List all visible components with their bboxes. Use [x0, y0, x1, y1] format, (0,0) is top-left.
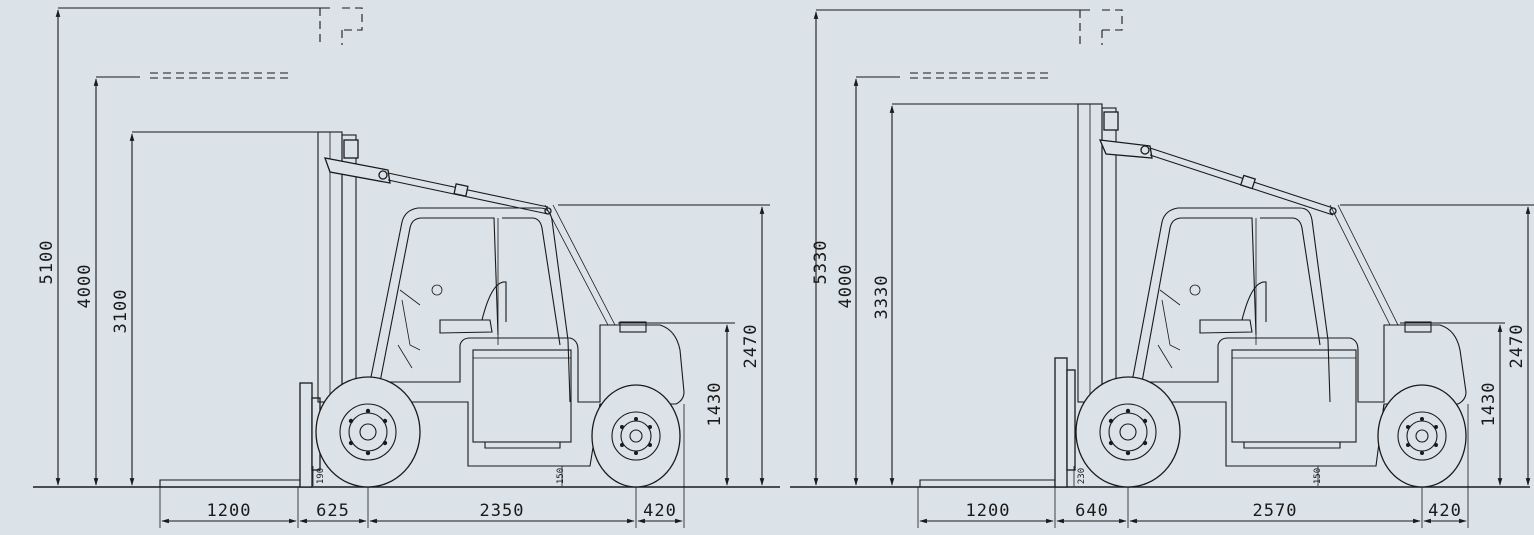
- truck-body: [1132, 321, 1467, 467]
- dim-lift-height: 3100: [111, 289, 131, 334]
- dim-front-overhang: 640: [1075, 501, 1109, 521]
- dim-fork-thickness: 230: [1077, 468, 1087, 484]
- dim-cab-height: 2470: [1507, 324, 1527, 369]
- length-dimensions: [917, 404, 1469, 528]
- tilt-cylinder: [324, 157, 552, 215]
- forks: [919, 357, 1076, 488]
- dim-free-lift: 4000: [75, 264, 95, 309]
- height-dimensions: [813, 9, 1534, 486]
- dim-lift-height: 3330: [872, 275, 892, 320]
- dim-rear-overhang: 420: [1428, 501, 1462, 521]
- tilt-cylinder: [1098, 139, 1337, 216]
- rear-wheel: [591, 384, 681, 488]
- left-view: 5100 4000 3100 2470 1430 190 150 1200 62…: [33, 7, 780, 528]
- front-wheel: [315, 376, 421, 488]
- dim-rear-overhang: 420: [643, 501, 677, 521]
- rear-wheel: [1377, 384, 1467, 488]
- raised-fork-outline: [910, 9, 1123, 79]
- dim-fork-length: 1200: [966, 501, 1011, 521]
- cab: [1131, 204, 1399, 403]
- dim-cab-height: 2470: [741, 324, 761, 369]
- cab: [369, 204, 616, 403]
- dim-wheelbase: 2570: [1253, 501, 1298, 521]
- dim-overall-height: 5330: [811, 240, 831, 285]
- forks: [159, 382, 321, 488]
- dim-fork-thickness: 190: [316, 468, 326, 484]
- front-wheel: [1075, 376, 1181, 488]
- right-labels: 5330 4000 3330 2470 1430 230 150 1200 64…: [811, 240, 1527, 521]
- dim-fork-length: 1200: [207, 501, 252, 521]
- height-dimensions: [55, 7, 770, 486]
- dim-ground-clearance: 150: [1313, 468, 1323, 484]
- dim-engine-height: 1430: [705, 382, 725, 427]
- dim-free-lift: 4000: [836, 264, 856, 309]
- length-dimensions: [159, 404, 685, 528]
- dim-overall-height: 5100: [37, 240, 57, 285]
- left-labels: 5100 4000 3100 2470 1430 190 150 1200 62…: [37, 240, 761, 521]
- dim-engine-height: 1430: [1479, 382, 1499, 427]
- dim-front-overhang: 625: [316, 501, 350, 521]
- dim-wheelbase: 2350: [480, 501, 525, 521]
- raised-fork-outline: [150, 7, 363, 79]
- dim-ground-clearance: 150: [556, 468, 566, 484]
- right-view: 5330 4000 3330 2470 1430 230 150 1200 64…: [790, 9, 1534, 528]
